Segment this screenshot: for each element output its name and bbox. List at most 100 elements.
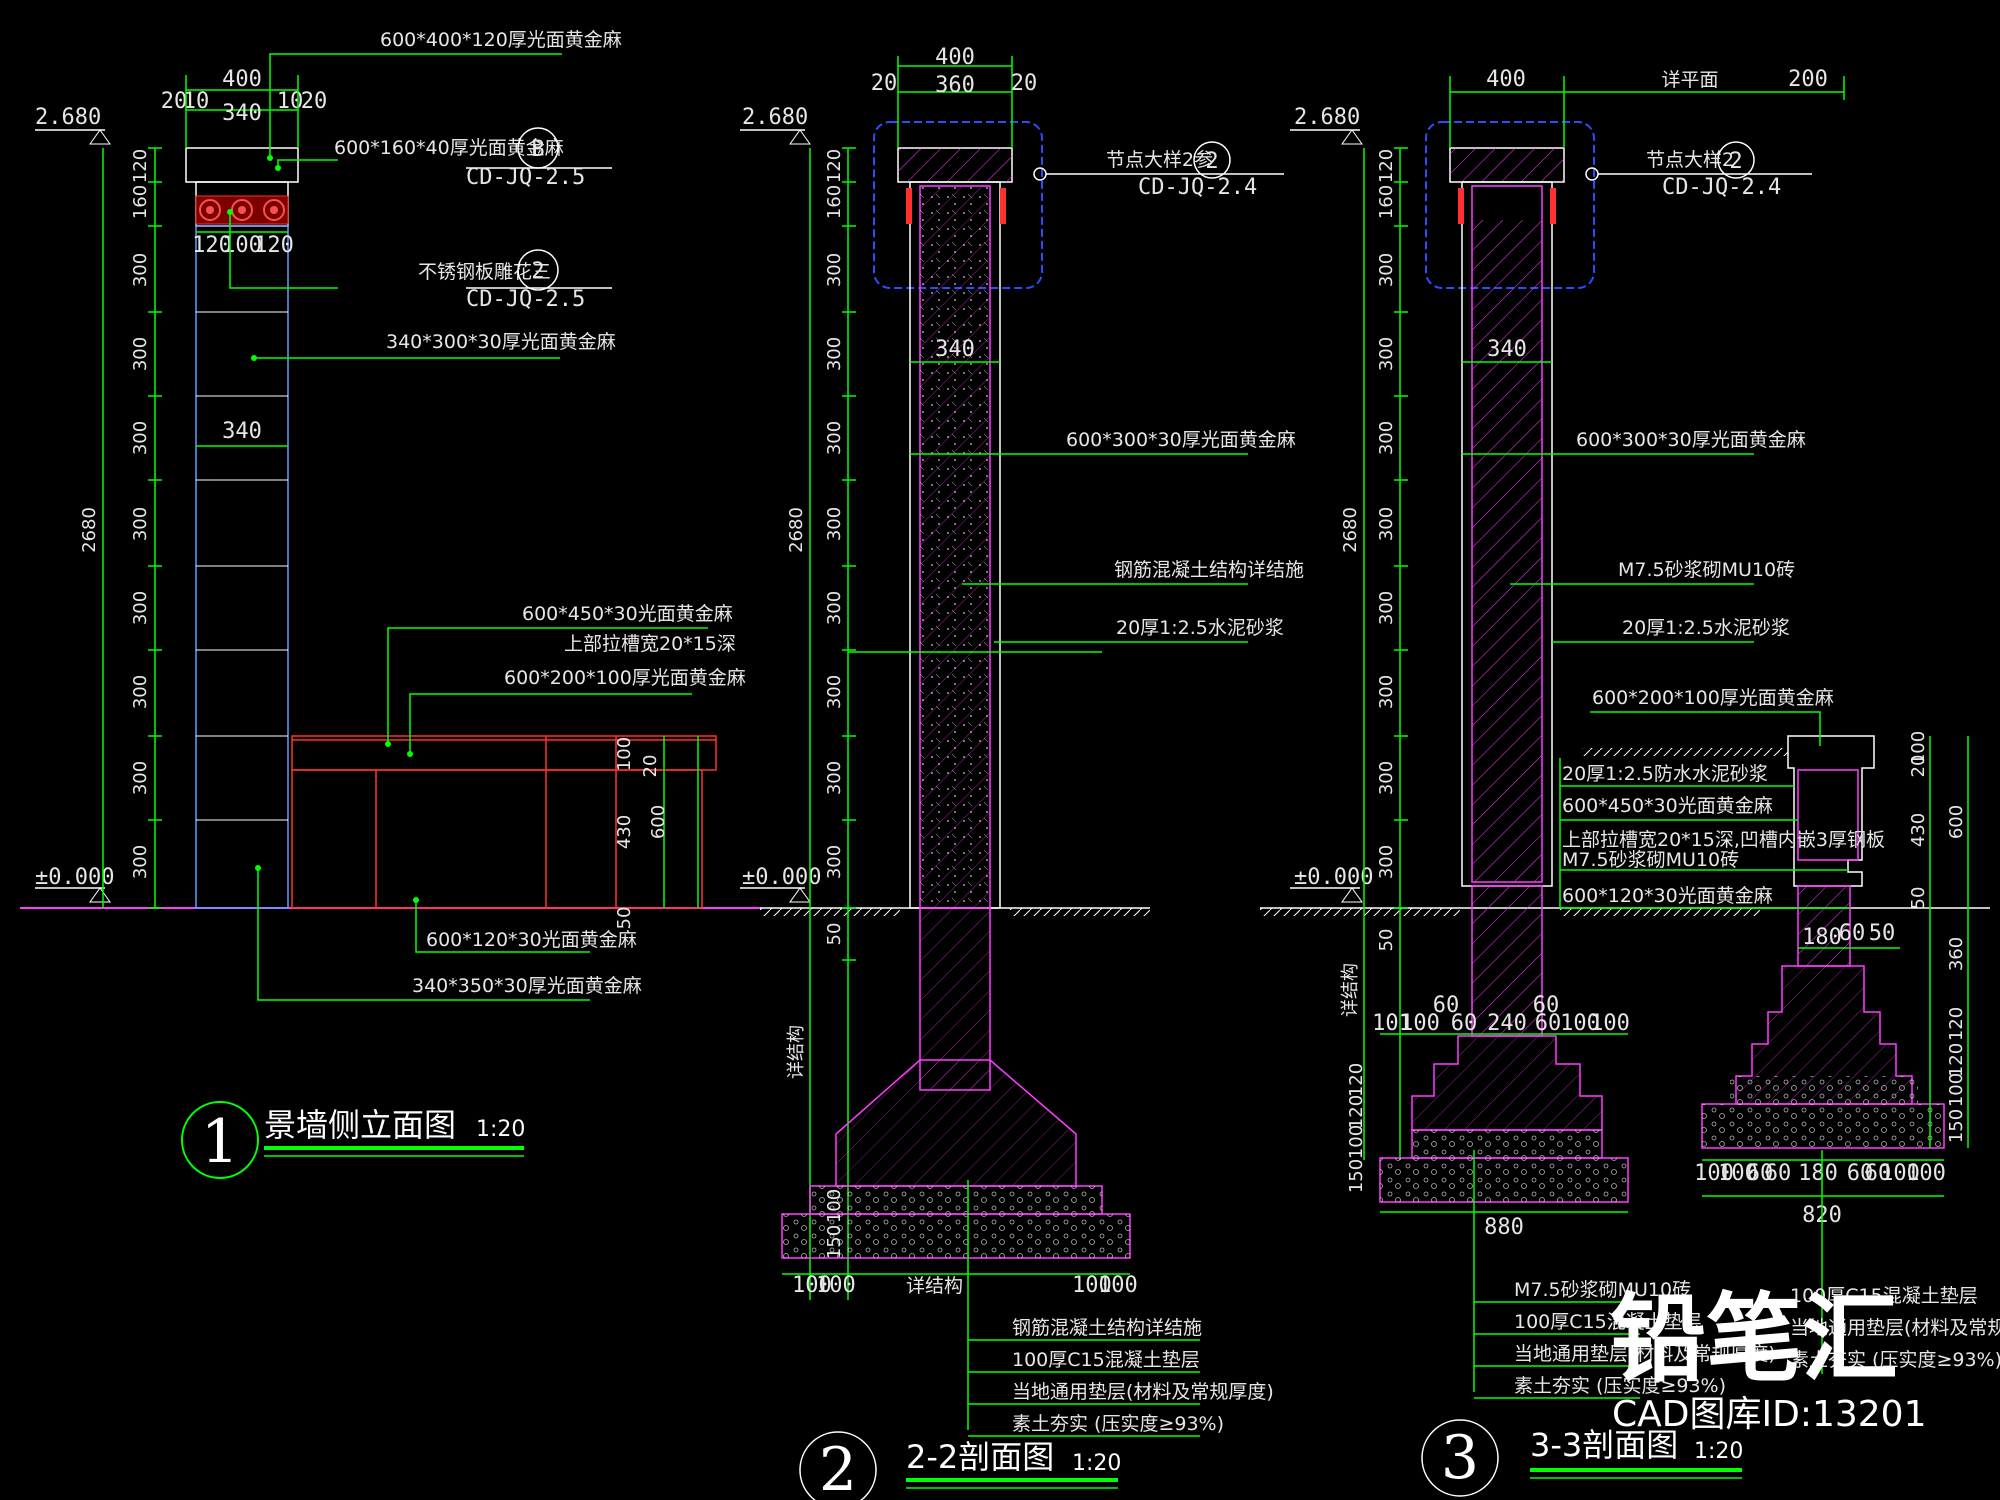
svg-text:600*200*100厚光面黄金麻: 600*200*100厚光面黄金麻 — [1592, 687, 1834, 709]
svg-text:2680: 2680 — [1340, 507, 1361, 553]
svg-text:1:20: 1:20 — [1072, 1451, 1121, 1476]
svg-text:300: 300 — [1376, 845, 1397, 879]
svg-text:300: 300 — [824, 591, 845, 625]
svg-text:10: 10 — [277, 89, 304, 114]
svg-text:340: 340 — [222, 101, 262, 126]
svg-text:当地通用垫层(材料及常规厚度): 当地通用垫层(材料及常规厚度) — [1012, 1381, 1274, 1403]
total-dim-1: 2680 — [79, 507, 100, 553]
view-1-number: 1 — [201, 1107, 239, 1177]
svg-text:100: 100 — [1346, 1125, 1367, 1159]
svg-text:340: 340 — [222, 419, 262, 444]
label-groove-1: 上部拉槽宽20*15深 — [564, 633, 736, 655]
svg-text:100厚C15混凝土垫层: 100厚C15混凝土垫层 — [1012, 1349, 1200, 1371]
svg-text:50: 50 — [824, 923, 845, 946]
svg-text:300: 300 — [824, 845, 845, 879]
label-450-1: 600*450*30光面黄金麻 — [522, 603, 733, 625]
svg-text:120: 120 — [824, 149, 845, 183]
svg-text:240: 240 — [1487, 1011, 1527, 1036]
svg-text:340: 340 — [1487, 337, 1527, 362]
svg-text:600: 600 — [648, 805, 669, 839]
view-1-elevation: 2.680 ±0.000 2680 120 160 300 300 300 30… — [20, 29, 760, 1179]
svg-text:360: 360 — [935, 73, 975, 98]
svg-text:100: 100 — [1694, 1161, 1734, 1186]
svg-text:300: 300 — [130, 845, 151, 879]
svg-text:120: 120 — [1346, 1095, 1367, 1129]
watermark: 铅笔汇 CAD图库ID:13201 — [1610, 1283, 1926, 1435]
svg-text:100: 100 — [1590, 1011, 1630, 1036]
svg-text:20厚1:2.5水泥砂浆: 20厚1:2.5水泥砂浆 — [1622, 617, 1790, 639]
svg-text:2: 2 — [1205, 149, 1218, 174]
watermark-brand: 铅笔汇 — [1610, 1283, 1898, 1395]
svg-text:50: 50 — [614, 907, 635, 930]
label-cap-1: 600*400*120厚光面黄金麻 — [380, 29, 622, 51]
svg-text:20: 20 — [161, 89, 188, 114]
vdim-chain-1: 120 160 300 300 300 300 300 300 300 300 — [130, 149, 151, 879]
svg-text:50: 50 — [1376, 929, 1397, 952]
svg-text:600*300*30厚光面黄金麻: 600*300*30厚光面黄金麻 — [1576, 429, 1806, 451]
svg-text:300: 300 — [130, 253, 151, 287]
svg-text:详结构: 详结构 — [786, 1025, 807, 1079]
svg-text:200: 200 — [1788, 67, 1828, 92]
svg-text:详平面: 详平面 — [1661, 69, 1718, 91]
svg-text:100: 100 — [222, 233, 262, 258]
svg-text:10: 10 — [183, 89, 210, 114]
svg-text:100: 100 — [1906, 1161, 1946, 1186]
svg-text:100: 100 — [1908, 731, 1929, 765]
elev-zero-1: ±0.000 — [35, 865, 114, 890]
svg-text:60: 60 — [1433, 993, 1460, 1018]
svg-text:300: 300 — [130, 337, 151, 371]
svg-text:120: 120 — [1946, 1007, 1967, 1041]
svg-text:300: 300 — [130, 421, 151, 455]
svg-text:600*450*30光面黄金麻: 600*450*30光面黄金麻 — [1562, 795, 1773, 817]
svg-text:120: 120 — [1946, 1043, 1967, 1077]
label-340-1: 340*300*30厚光面黄金麻 — [386, 331, 616, 353]
svg-text:20: 20 — [1908, 755, 1929, 778]
svg-text:160: 160 — [1376, 185, 1397, 219]
svg-text:60: 60 — [1533, 993, 1560, 1018]
svg-text:300: 300 — [130, 761, 151, 795]
view-2-section: 2.680 ±0.000 2680 120 160 300 300 300 30… — [740, 45, 1304, 1500]
svg-text:100: 100 — [614, 737, 635, 771]
svg-text:CD-JQ-2.4: CD-JQ-2.4 — [1138, 175, 1257, 200]
svg-text:60: 60 — [1865, 1161, 1892, 1186]
svg-text:素土夯实 (压实度≥93%): 素土夯实 (压实度≥93%) — [1514, 1375, 1726, 1397]
svg-text:20: 20 — [640, 755, 661, 778]
svg-text:600*300*30厚光面黄金麻: 600*300*30厚光面黄金麻 — [1066, 429, 1296, 451]
svg-text:300: 300 — [824, 675, 845, 709]
svg-text:钢筋混凝土结构详结施: 钢筋混凝土结构详结施 — [1012, 1317, 1202, 1339]
svg-text:300: 300 — [130, 591, 151, 625]
svg-text:120: 120 — [1346, 1063, 1367, 1097]
svg-text:880: 880 — [1484, 1215, 1524, 1240]
svg-text:2.680: 2.680 — [742, 105, 808, 130]
svg-text:节点大样2参: 节点大样2参 — [1106, 149, 1213, 171]
svg-text:±0.000: ±0.000 — [742, 865, 821, 890]
label-160-1: 600*160*40厚光面黄金麻 — [334, 137, 564, 159]
ref-b-code: CD-JQ-2.5 — [466, 165, 585, 190]
svg-text:2680: 2680 — [786, 507, 807, 553]
svg-text:60: 60 — [1535, 1011, 1562, 1036]
watermark-id: CAD图库ID:13201 — [1612, 1394, 1926, 1435]
svg-text:100: 100 — [816, 1273, 856, 1298]
svg-text:300: 300 — [1376, 761, 1397, 795]
label-120-1: 600*120*30光面黄金麻 — [426, 929, 637, 951]
svg-text:上部拉槽宽20*15深,凹槽内嵌3厚钢板: 上部拉槽宽20*15深,凹槽内嵌3厚钢板 — [1562, 829, 1885, 851]
svg-text:300: 300 — [824, 253, 845, 287]
svg-text:50: 50 — [1908, 887, 1929, 910]
svg-text:M7.5砂浆砌MU10砖: M7.5砂浆砌MU10砖 — [1562, 849, 1739, 871]
view-1-title: 景墙侧立面图 — [264, 1106, 456, 1144]
svg-text:M7.5砂浆砌MU10砖: M7.5砂浆砌MU10砖 — [1514, 1279, 1691, 1301]
svg-text:素土夯实 (压实度≥93%): 素土夯实 (压实度≥93%) — [1012, 1413, 1224, 1435]
svg-text:100: 100 — [1880, 1161, 1920, 1186]
svg-text:20: 20 — [301, 89, 328, 114]
leaders-1 — [229, 53, 708, 1001]
svg-text:50: 50 — [1869, 921, 1896, 946]
svg-text:60: 60 — [1747, 1161, 1774, 1186]
svg-text:300: 300 — [1376, 337, 1397, 371]
svg-text:当地通用垫层(材料及常规厚度): 当地通用垫层(材料及常规厚度) — [1790, 1317, 2000, 1339]
svg-text:20厚1:2.5防水水泥砂浆: 20厚1:2.5防水水泥砂浆 — [1562, 763, 1768, 785]
svg-text:150: 150 — [1346, 1159, 1367, 1193]
svg-text:300: 300 — [824, 507, 845, 541]
svg-text:300: 300 — [130, 507, 151, 541]
svg-text:180: 180 — [1798, 1161, 1838, 1186]
svg-text:60: 60 — [1451, 1011, 1478, 1036]
